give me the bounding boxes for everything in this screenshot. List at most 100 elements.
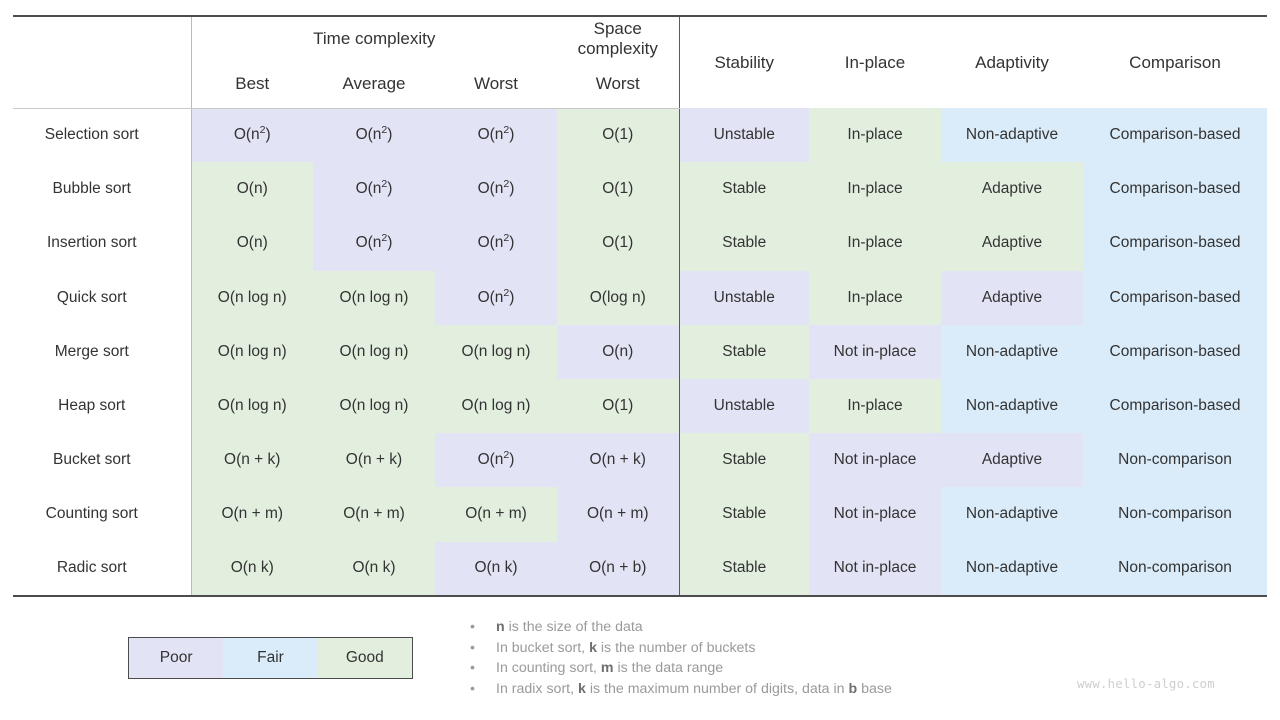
header-adaptivity: Adaptivity [975, 52, 1049, 72]
row-label-algorithm: Quick sort [13, 270, 192, 325]
cell-adaptivity: Non-adaptive [941, 487, 1083, 542]
cell-adaptivity: Adaptive [941, 216, 1083, 271]
cell-worst: O(1) [557, 216, 680, 271]
cell-in-place: In-place [809, 270, 941, 325]
cell-worst: O(n k) [435, 541, 557, 596]
cell-best: O(n log n) [191, 378, 313, 434]
header-in-place: In-place [844, 52, 906, 72]
cell-best: O(n) [191, 162, 313, 217]
cell-best: O(n) [191, 216, 313, 271]
header-best: Best [191, 60, 313, 109]
cell-in-place: Not in-place [809, 541, 941, 596]
cell-in-place: In-place [809, 162, 941, 217]
footnotes-list: •n is the size of the data•In bucket sor… [470, 617, 1170, 699]
cell-worst: O(n2) [435, 270, 557, 325]
bullet-icon: • [470, 660, 475, 676]
legend-item-fair: Fair [223, 638, 318, 678]
cell-in-place: Not in-place [809, 487, 941, 542]
cell-best: O(n + k) [191, 433, 313, 488]
cell-adaptivity: Non-adaptive [941, 108, 1083, 163]
bullet-icon: • [470, 639, 475, 656]
cell-in-place: In-place [809, 216, 941, 271]
cell-average: O(n2) [313, 108, 435, 163]
cell-in-place: Not in-place [809, 433, 941, 488]
legend-item-good: Good [317, 638, 412, 678]
cell-stability: Stable [679, 487, 809, 542]
watermark: www.hello-algo.com [1077, 676, 1215, 691]
cell-stability: Stable [679, 541, 809, 596]
footnote-item: • In radix sort, k is the maximum number … [470, 679, 1170, 700]
header-worst-time: Worst [435, 60, 557, 109]
row-label-algorithm: Insertion sort [13, 216, 192, 271]
cell-average: O(n2) [313, 216, 435, 271]
header-average: Average [313, 60, 435, 109]
cell-worst: O(n2) [435, 433, 557, 488]
cell-worst: O(n + k) [557, 433, 680, 488]
cell-average: O(n log n) [313, 270, 435, 325]
cell-comparison: Non-comparison [1083, 433, 1267, 488]
cell-average: O(n log n) [313, 324, 435, 379]
cell-stability: Unstable [679, 108, 809, 163]
bullet-icon: • [470, 680, 475, 697]
cell-worst: O(1) [557, 108, 680, 163]
cell-comparison: Comparison-based [1083, 162, 1267, 217]
cell-average: O(n k) [313, 541, 435, 596]
cell-comparison: Comparison-based [1083, 216, 1267, 271]
row-label-algorithm: Heap sort [13, 378, 192, 434]
footnote-text: In counting sort, m is the data range [496, 660, 724, 676]
cell-worst: O(n log n) [435, 378, 557, 434]
cell-comparison: Comparison-based [1083, 108, 1267, 163]
cell-stability: Unstable [679, 378, 809, 434]
header-group-space-complexity: Space complexity [557, 16, 680, 60]
cell-best: O(n2) [191, 108, 313, 163]
cell-comparison: Comparison-based [1083, 378, 1267, 434]
header-corner-blank [13, 16, 192, 60]
row-label-algorithm: Counting sort [13, 487, 192, 542]
cell-stability: Unstable [679, 270, 809, 325]
cell-stability: Stable [679, 162, 809, 217]
cell-stability: Stable [679, 433, 809, 488]
cell-stability: Stable [679, 324, 809, 379]
footnote-text: In radix sort, k is the maximum number o… [496, 680, 892, 697]
row-label-algorithm: Selection sort [13, 108, 192, 163]
cell-in-place: Not in-place [809, 324, 941, 379]
cell-in-place: In-place [809, 378, 941, 434]
cell-stability: Stable [679, 216, 809, 271]
cell-average: O(n + m) [313, 487, 435, 542]
cell-average: O(n2) [313, 162, 435, 217]
cell-adaptivity: Non-adaptive [941, 324, 1083, 379]
cell-adaptivity: Non-adaptive [941, 378, 1083, 434]
cell-worst: O(log n) [557, 270, 680, 325]
cell-worst: O(n2) [435, 162, 557, 217]
cell-worst: O(n2) [435, 216, 557, 271]
header-group-row: Time complexity Space complexity Stabili… [13, 16, 1267, 72]
cell-worst: O(n + m) [557, 487, 680, 542]
footnote-item: •n is the size of the data [470, 617, 1170, 638]
cell-average: O(n + k) [313, 433, 435, 488]
cell-adaptivity: Adaptive [941, 162, 1083, 217]
cell-worst: O(n2) [435, 108, 557, 163]
table-head: Time complexity Space complexity Stabili… [13, 16, 1267, 109]
cell-average: O(n log n) [313, 378, 435, 434]
cell-worst: O(n log n) [435, 324, 557, 379]
cell-worst: O(1) [557, 378, 680, 434]
row-label-algorithm: Merge sort [13, 324, 192, 379]
cell-worst: O(n + b) [557, 541, 680, 596]
cell-best: O(n + m) [191, 487, 313, 542]
cell-worst: O(1) [557, 162, 680, 217]
header-stability: Stability [714, 52, 775, 72]
header-algorithm-blank [13, 60, 192, 109]
row-label-algorithm: Bucket sort [13, 433, 192, 488]
footnote-text: n is the size of the data [496, 619, 643, 635]
cell-comparison: Comparison-based [1083, 324, 1267, 379]
legend-item-poor: Poor [129, 638, 224, 678]
